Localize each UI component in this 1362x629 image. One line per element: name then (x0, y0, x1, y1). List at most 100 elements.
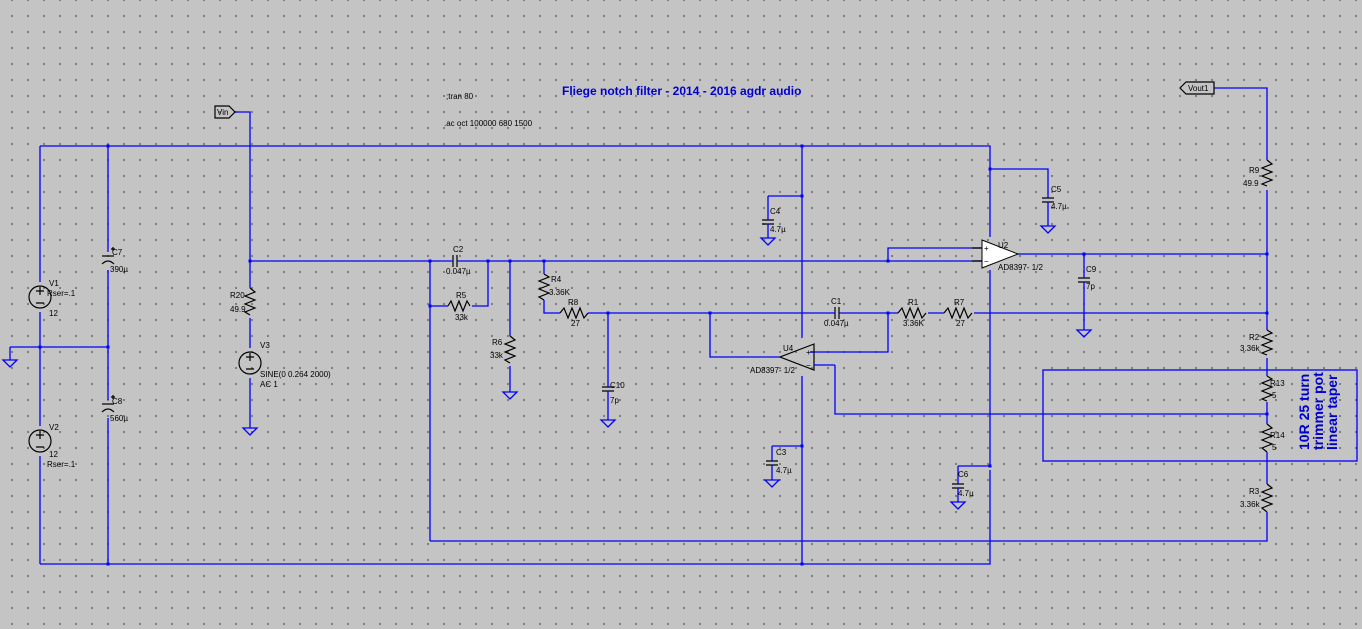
r13-value: 5 (1272, 391, 1277, 400)
trimmer-note: 10R 25 turn trimmer pot linear taper (1296, 372, 1340, 450)
junction-dots (38, 144, 1269, 566)
c2-name: C2 (453, 245, 464, 254)
r4-name: R4 (551, 275, 562, 284)
r9-value: 49.9 (1243, 179, 1259, 188)
ac-directive: .ac oct 100000 680 1500 (444, 119, 533, 128)
v1-value: 12 (49, 309, 58, 318)
svg-text:+: + (806, 348, 811, 357)
c3-value: 4.7µ (776, 466, 792, 475)
r2-value: 3.36k (1240, 344, 1261, 353)
c1-value: 0.047µ (824, 319, 849, 328)
r9-name: R9 (1249, 166, 1260, 175)
r7-name: R7 (954, 298, 965, 307)
r13-name: R13 (1270, 379, 1285, 388)
r3-value: 3.36k (1240, 500, 1261, 509)
voltage-sources (28, 285, 262, 453)
r20-value: 49.9 (230, 305, 246, 314)
r3-name: R3 (1249, 487, 1260, 496)
text-layer: Fliege notch filter - 2014 - 2016 agdr a… (47, 84, 1340, 509)
resistor-r14-icon (1260, 423, 1274, 453)
vout-label: Vout1 (1188, 84, 1209, 93)
vin-flag-icon (214, 105, 236, 119)
ground-icon (759, 237, 777, 246)
op-amps: + − + − (778, 239, 1020, 371)
v1-name: V1 (49, 279, 59, 288)
ground-icon (949, 501, 967, 510)
c6-name: C6 (958, 470, 969, 479)
capacitor-c7-icon (101, 247, 115, 265)
capacitor-c5-icon (1042, 193, 1054, 207)
diagram-title: Fliege notch filter - 2014 - 2016 agdr a… (562, 84, 801, 98)
svg-text:−: − (984, 257, 989, 266)
c4-name: C4 (770, 207, 781, 216)
capacitor-c9-icon (1078, 272, 1090, 288)
resistor-r5-icon (447, 299, 471, 313)
source-v1-icon (28, 285, 52, 309)
ground-icon (763, 479, 781, 488)
r8-name: R8 (568, 298, 579, 307)
capacitor-c3-icon (766, 456, 778, 470)
resistor-r8-icon (559, 306, 589, 320)
capacitor-c2-icon (446, 255, 464, 267)
resistor-r7-icon (943, 306, 973, 320)
resistor-r13-icon (1260, 375, 1274, 402)
v3-value: SINE(0 0.264 2000) (260, 370, 331, 379)
resistor-r3-icon (1260, 483, 1274, 513)
ground-icon (599, 419, 617, 428)
r7-value: 27 (956, 319, 965, 328)
v2-name: V2 (49, 423, 59, 432)
resistor-r9-icon (1260, 159, 1274, 187)
capacitors (101, 193, 1090, 494)
r8-value: 27 (571, 319, 580, 328)
r2-name: R2 (1249, 333, 1260, 342)
v3-ac: AC 1 (260, 380, 278, 389)
capacitor-c6-icon (952, 478, 964, 494)
r5-value: 33k (455, 313, 469, 322)
r4-value: 3.36K (549, 288, 571, 297)
source-v2-icon (28, 429, 52, 453)
v2-param: Rser=.1 (47, 460, 76, 469)
u2-model: AD8397- 1/2 (998, 263, 1043, 272)
capacitor-c8-icon (101, 395, 115, 413)
svg-text:−: − (806, 361, 811, 370)
resistor-r20-icon (243, 287, 257, 316)
trimmer-note-line-3: linear taper (1324, 374, 1340, 450)
v1-param: Rser=.1 (47, 289, 76, 298)
c10-name: C10 (610, 381, 625, 390)
trimmer-note-line-1: 10R 25 turn (1296, 374, 1312, 450)
vin-label: Vin (217, 108, 228, 117)
opamp-u4-icon: + − (778, 343, 835, 371)
r14-value: 5 (1272, 443, 1277, 452)
ground-icon (1039, 225, 1057, 234)
r1-name: R1 (908, 298, 919, 307)
ground-icon (1, 359, 19, 368)
c3-name: C3 (776, 448, 787, 457)
c5-name: C5 (1051, 185, 1062, 194)
net-flags (214, 81, 1215, 119)
c7-name: C7 (112, 248, 123, 257)
u4-model: AD8397- 1/2 (750, 366, 795, 375)
c6-value: 4.7µ (958, 489, 974, 498)
capacitor-c4-icon (762, 214, 774, 230)
resistor-r1-icon (897, 306, 927, 320)
r14-name: R14 (1270, 431, 1285, 440)
c2-value: 0.047µ (446, 267, 471, 276)
u2-name: U2 (998, 241, 1009, 250)
r20-name: R20 (230, 291, 245, 300)
ground-icon (501, 391, 519, 400)
c8-value: 560µ (110, 414, 128, 423)
c7-value: 390µ (110, 265, 128, 274)
r1-value: 3.36K (903, 319, 925, 328)
ground-icon (241, 427, 259, 436)
u4-name: U4 (783, 344, 794, 353)
r6-name: R6 (492, 338, 503, 347)
v3-name: V3 (260, 341, 270, 350)
c5-value: 4.7µ (1051, 202, 1067, 211)
r6-value: 33k (490, 351, 504, 360)
vout-flag-icon (1179, 81, 1215, 95)
c9-value: 7p (1086, 282, 1095, 291)
ground-icon (1075, 329, 1093, 338)
resistors (243, 159, 1274, 513)
trimmer-note-line-2: trimmer pot (1310, 372, 1326, 450)
